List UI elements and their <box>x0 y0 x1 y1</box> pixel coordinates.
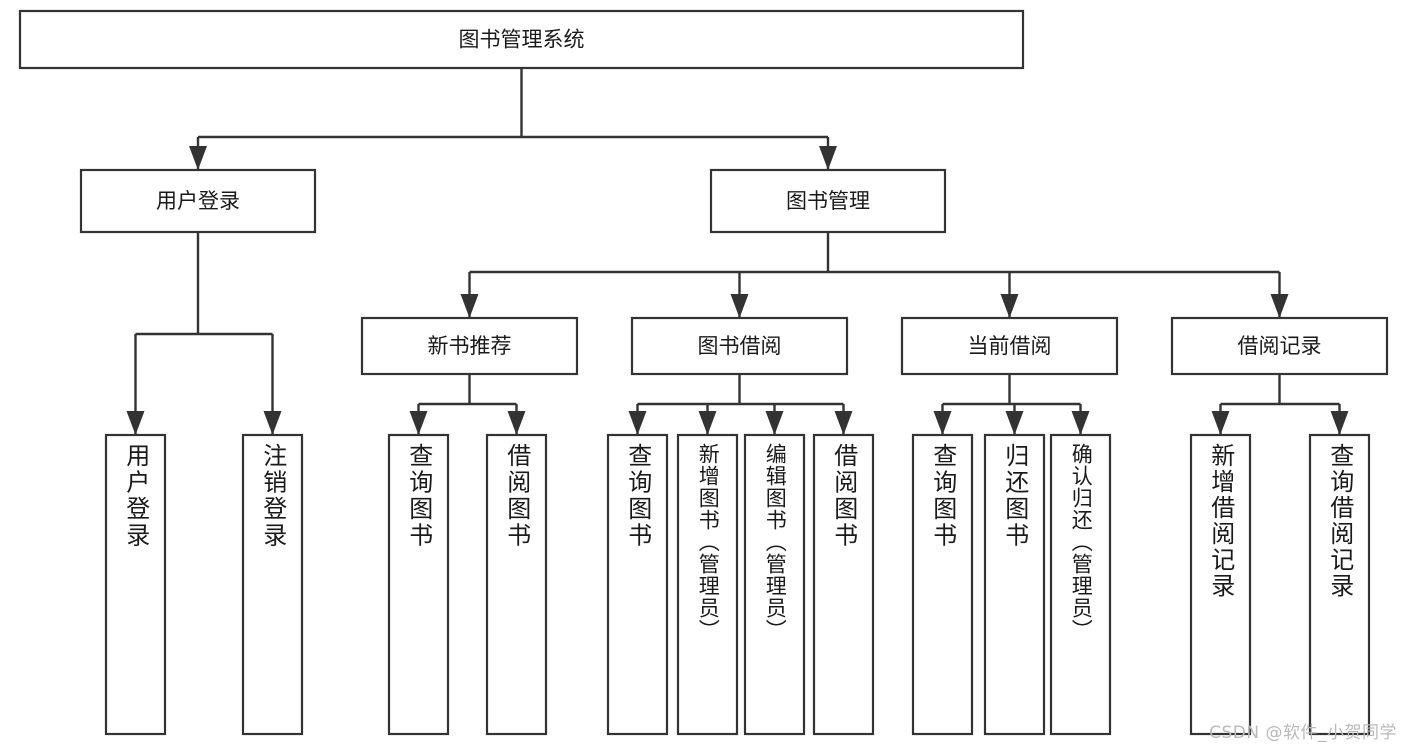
node-box <box>983 433 1046 736</box>
node-box <box>1189 433 1252 736</box>
node-label: 新书推荐 <box>428 334 512 358</box>
arrow-head-icon-leaf-2-0 <box>628 411 647 435</box>
node-box <box>18 9 1025 70</box>
node-l3-当前借阅[interactable]: 当前借阅 <box>900 316 1119 376</box>
node-box <box>1049 433 1112 736</box>
node-box <box>241 433 304 736</box>
node-box <box>485 433 548 736</box>
node-leaf-用户登录[interactable] <box>104 433 167 736</box>
node-leaf-新增借阅记录[interactable] <box>1189 433 1252 736</box>
node-box <box>900 316 1119 376</box>
arrow-head-icon-leaf-4-0 <box>1211 411 1230 435</box>
node-box <box>812 433 875 736</box>
node-l2-用户登录[interactable]: 用户登录 <box>79 168 317 234</box>
node-box <box>606 433 669 736</box>
node-l3-借阅记录[interactable]: 借阅记录 <box>1170 316 1389 376</box>
node-label: 用户登录 <box>156 189 240 213</box>
node-box <box>360 316 579 376</box>
arrow-head-icon-leaf-4-1 <box>1330 411 1349 435</box>
node-root-图书管理系统[interactable]: 图书管理系统 <box>18 9 1025 70</box>
arrow-head-icon-leaf-3-1 <box>1005 411 1024 435</box>
arrow-head-icon-leaf-0-0 <box>126 411 145 435</box>
node-label: 图书管理系统 <box>459 28 585 52</box>
node-label: 当前借阅 <box>968 334 1052 358</box>
arrow-head-icon-leaf-3-2 <box>1071 411 1090 435</box>
node-leaf-借阅图书[interactable] <box>485 433 548 736</box>
node-leaf-查询图书[interactable] <box>911 433 974 736</box>
node-box <box>709 168 947 234</box>
arrow-head-icon-leaf-0-1 <box>263 411 282 435</box>
arrow-head-icon-level3-1 <box>730 294 749 318</box>
node-box <box>911 433 974 736</box>
node-box <box>1170 316 1389 376</box>
node-box <box>630 316 849 376</box>
node-l3-新书推荐[interactable]: 新书推荐 <box>360 316 579 376</box>
node-l2-图书管理[interactable]: 图书管理 <box>709 168 947 234</box>
node-leaf-查询图书[interactable] <box>387 433 450 736</box>
node-leaf-确认归还管理员[interactable] <box>1049 433 1112 736</box>
arrow-head-icon-level3-3 <box>1270 294 1289 318</box>
arrow-head-icon-level3-2 <box>1000 294 1019 318</box>
node-box <box>1308 433 1371 736</box>
arrow-head-icon-leaf-2-3 <box>834 411 853 435</box>
arrow-head-icon-leaf-1-1 <box>507 411 526 435</box>
node-leaf-编辑图书管理员[interactable] <box>743 433 806 736</box>
arrow-head-icon-leaf-1-0 <box>409 411 428 435</box>
node-leaf-查询图书[interactable] <box>606 433 669 736</box>
arrow-head-icon-leaf-2-2 <box>765 411 784 435</box>
watermark-text: CSDN @软件_小贺同学 <box>1209 723 1397 743</box>
node-leaf-归还图书[interactable] <box>983 433 1046 736</box>
node-leaf-注销登录[interactable] <box>241 433 304 736</box>
node-l3-图书借阅[interactable]: 图书借阅 <box>630 316 849 376</box>
arrow-head-icon-leaf-2-1 <box>698 411 717 435</box>
arrow-head-icon-level2-1 <box>819 146 837 170</box>
node-label: 借阅记录 <box>1238 334 1322 358</box>
node-box <box>676 433 739 736</box>
node-box <box>79 168 317 234</box>
node-label: 图书管理 <box>786 189 870 213</box>
node-leaf-查询借阅记录[interactable] <box>1308 433 1371 736</box>
arrow-head-icon-level3-0 <box>460 294 479 318</box>
node-box <box>743 433 806 736</box>
node-label: 图书借阅 <box>698 334 782 358</box>
node-leaf-借阅图书[interactable] <box>812 433 875 736</box>
node-box <box>387 433 450 736</box>
node-leaf-新增图书管理员[interactable] <box>676 433 739 736</box>
node-box <box>104 433 167 736</box>
arrow-head-icon-leaf-3-0 <box>933 411 952 435</box>
connector-layer <box>126 68 1349 435</box>
arrow-head-icon-level2-0 <box>189 146 207 170</box>
